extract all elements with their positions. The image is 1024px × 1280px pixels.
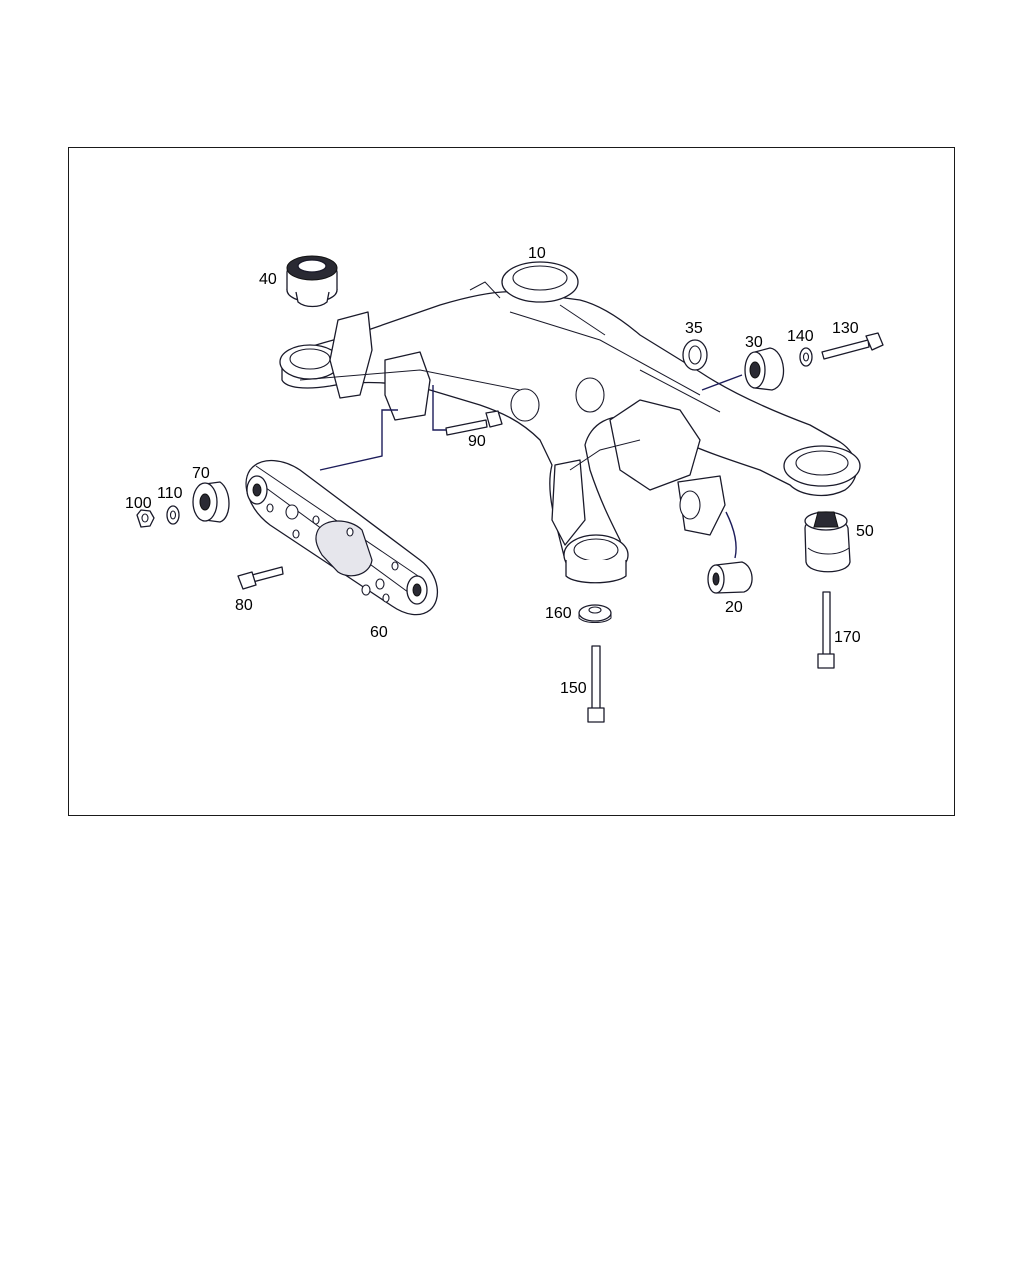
rubber-mount-part-50[interactable] bbox=[804, 511, 851, 573]
diagram-frame bbox=[68, 147, 955, 816]
callout-90: 90 bbox=[468, 433, 486, 450]
callout-110: 110 bbox=[157, 485, 183, 502]
callout-50: 50 bbox=[856, 523, 874, 540]
subframe-part-10[interactable] bbox=[279, 261, 861, 584]
bolt-part-80[interactable] bbox=[237, 566, 284, 590]
bushing-part-30[interactable] bbox=[744, 347, 785, 391]
bushing-part-20[interactable] bbox=[707, 561, 753, 594]
nut-part-100[interactable] bbox=[136, 509, 155, 528]
callout-80: 80 bbox=[235, 597, 253, 614]
callout-70: 70 bbox=[192, 465, 210, 482]
bolt-part-90[interactable] bbox=[445, 410, 503, 436]
callout-60: 60 bbox=[370, 624, 388, 641]
callout-20: 20 bbox=[725, 599, 743, 616]
bolt-part-170[interactable] bbox=[817, 591, 835, 669]
callout-130: 130 bbox=[832, 320, 859, 337]
callout-10: 10 bbox=[528, 245, 546, 262]
callout-100: 100 bbox=[125, 495, 152, 512]
callout-140: 140 bbox=[787, 328, 814, 345]
callout-labels: 10 20 30 35 40 50 60 70 80 90 100 110 13… bbox=[125, 245, 874, 697]
callout-170: 170 bbox=[834, 629, 861, 646]
callout-35: 35 bbox=[685, 320, 703, 337]
washer-part-35[interactable] bbox=[682, 339, 708, 371]
washer-part-110[interactable] bbox=[166, 505, 180, 525]
rubber-mount-part-40[interactable] bbox=[286, 255, 338, 308]
bolt-part-150[interactable] bbox=[587, 645, 605, 723]
bushing-part-70[interactable] bbox=[192, 481, 230, 523]
carrier-plate-part-60[interactable] bbox=[245, 459, 439, 616]
washer-part-160[interactable] bbox=[578, 604, 612, 623]
bolt-part-130[interactable] bbox=[821, 332, 884, 360]
callout-30: 30 bbox=[745, 334, 763, 351]
callout-40: 40 bbox=[259, 271, 277, 288]
callout-150: 150 bbox=[560, 680, 587, 697]
callout-160: 160 bbox=[545, 605, 572, 622]
leader-lines bbox=[319, 374, 743, 559]
washer-part-140[interactable] bbox=[799, 347, 813, 367]
